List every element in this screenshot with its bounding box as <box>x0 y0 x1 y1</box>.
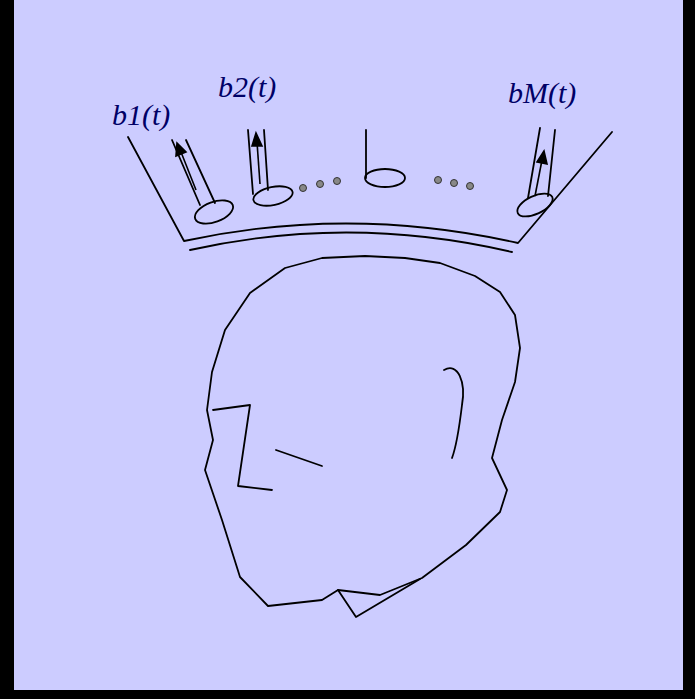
arrowhead <box>252 133 262 146</box>
sensor-tube <box>528 128 555 198</box>
field-arrow <box>257 142 260 184</box>
dewar-outline <box>128 132 612 243</box>
signal-label: b2(t) <box>218 72 276 102</box>
pickup-coil <box>252 183 295 209</box>
field-arrow <box>535 160 542 196</box>
sensor-tube <box>172 140 215 205</box>
chin <box>338 579 420 617</box>
ear <box>444 368 463 458</box>
head-outline <box>205 256 520 606</box>
eye <box>276 450 322 466</box>
signal-label: bM(t) <box>508 78 576 108</box>
signal-label: b1(t) <box>112 100 170 130</box>
pickup-coil <box>192 196 236 228</box>
arrowhead <box>537 151 547 164</box>
pickup-coil <box>365 169 405 187</box>
sensor-tube <box>248 130 268 194</box>
sensor-tube <box>365 130 367 178</box>
dewar-inner <box>190 232 512 252</box>
arrowhead <box>176 143 186 156</box>
field-arrow <box>181 152 196 190</box>
nose <box>213 405 272 490</box>
